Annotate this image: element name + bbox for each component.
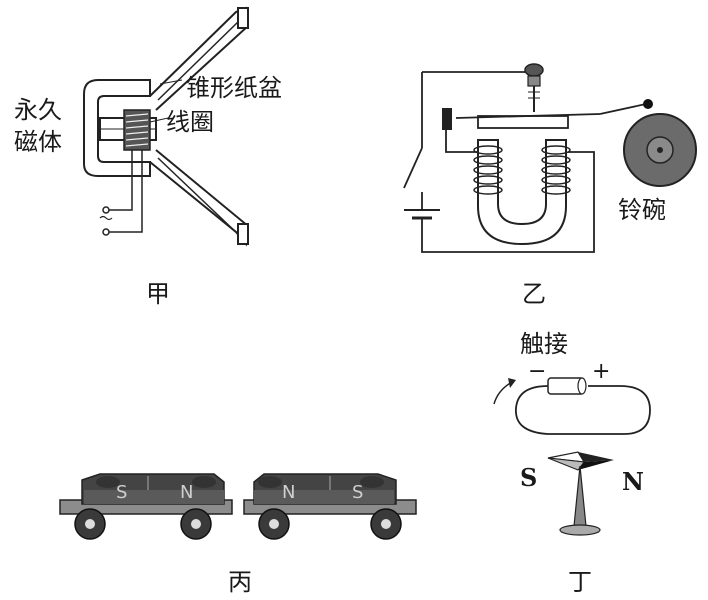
figure-bing-magnet-cars: S N N S 丙 [59, 473, 417, 596]
signal-leads [99, 150, 143, 236]
permanent-magnet-label-line1: 永久 [14, 96, 62, 124]
cone-paper-label: 锥形纸盆 [186, 74, 282, 102]
u-electromagnet [473, 139, 571, 246]
figure-jia-caption: 甲 [146, 280, 170, 308]
compass-stand [559, 465, 601, 536]
left-car: S N [59, 473, 233, 540]
s-pole-label: S [520, 463, 537, 492]
figure-ding-oersted: 触接 − + S N 丁 [493, 330, 651, 596]
bell-bowl [623, 113, 697, 187]
wire-loop [515, 385, 651, 435]
figure-ding-caption: 丁 [568, 568, 592, 596]
bell-bowl-label: 铃碗 [618, 196, 666, 224]
touch-battery [547, 377, 587, 395]
touch-label: 触接 [520, 330, 568, 358]
figure-jia-loudspeaker: 永久 磁体 锥形纸盆 线圈 甲 [14, 6, 282, 308]
right-car-s-pole: S [352, 482, 363, 503]
right-car: N S [243, 473, 417, 540]
hammer-arm [599, 103, 647, 115]
bell-circuit-wires [421, 71, 595, 253]
permanent-magnet-label-line2: 磁体 [14, 128, 62, 156]
minus-sign: − [528, 359, 546, 384]
cone-paper-basin [149, 6, 250, 247]
right-car-n-pole: N [282, 482, 295, 503]
contact-screw [524, 63, 544, 112]
right-car-wheels [258, 476, 402, 540]
spring-strip [455, 113, 601, 119]
compass-needle [547, 451, 614, 471]
left-car-s-pole: S [116, 482, 127, 503]
spring-clamp [442, 108, 452, 130]
n-pole-label: N [622, 467, 644, 496]
voice-coil [123, 109, 151, 151]
left-car-wheels [74, 476, 216, 540]
left-car-n-pole: N [180, 482, 193, 503]
coil-label: 线圈 [166, 108, 214, 136]
touch-motion-arrow [493, 378, 516, 405]
hammer [643, 99, 653, 109]
battery [404, 198, 440, 224]
figure-yi-caption: 乙 [522, 280, 546, 308]
figure-bing-caption: 丙 [228, 568, 252, 596]
plus-sign: + [592, 359, 610, 384]
figure-yi-electric-bell: 铃碗 乙 [403, 63, 697, 308]
switch [403, 147, 423, 198]
